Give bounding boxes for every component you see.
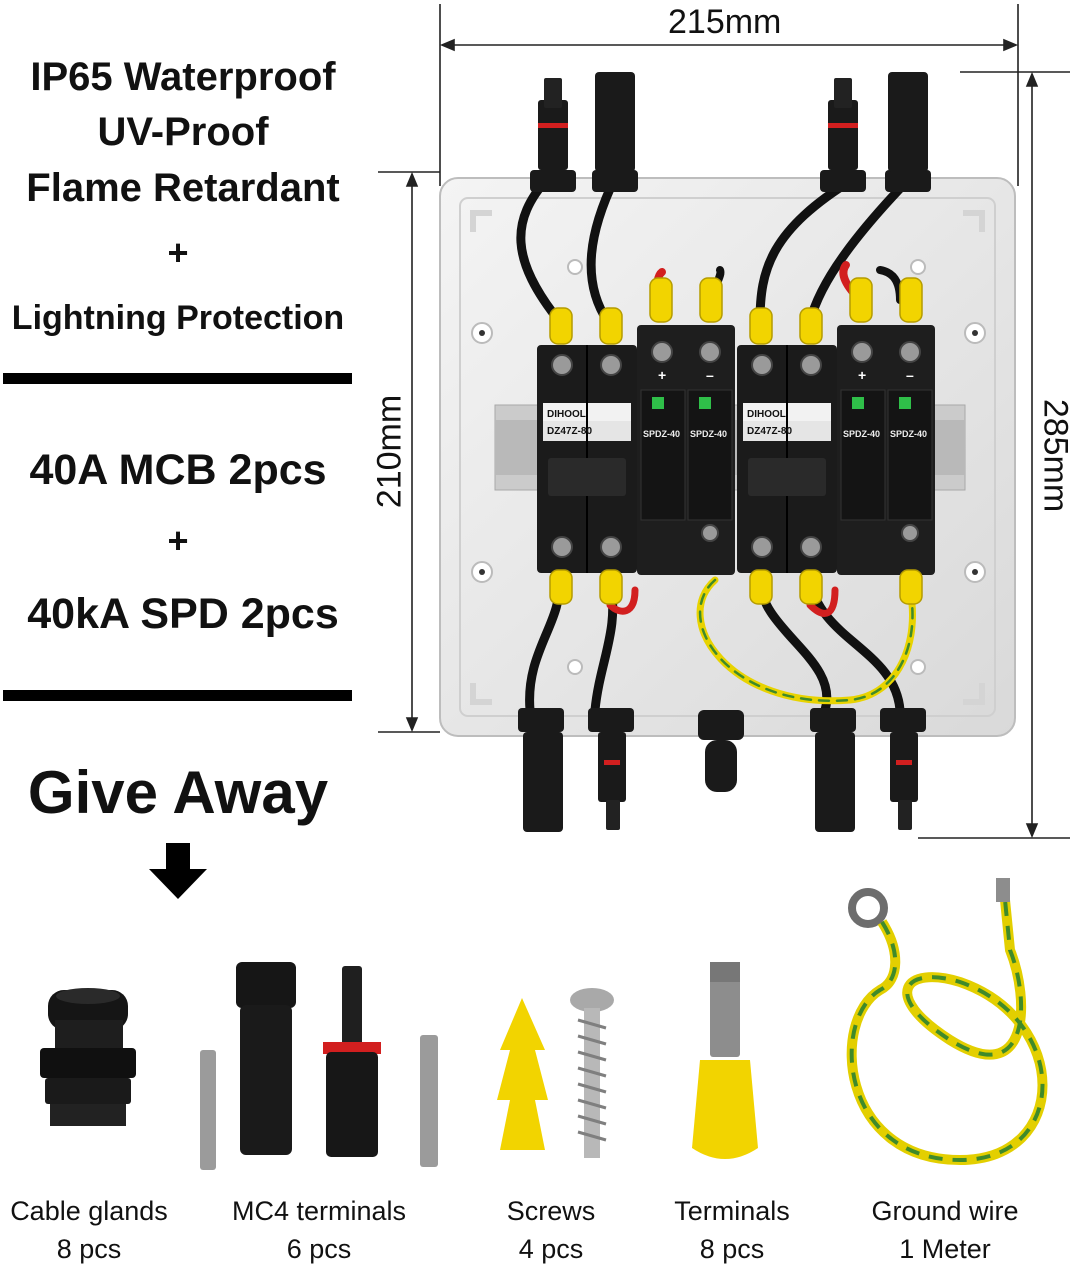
accessory-ground-wire: Ground wire 1 Meter xyxy=(855,1192,1035,1269)
combiner-box-illustration: DIHOOL DZ47Z-80 DIHOOL DZ47Z-80 SPDZ-40 … xyxy=(439,72,1016,832)
spd-minus-label: – xyxy=(906,367,914,383)
down-arrow-icon xyxy=(149,843,207,899)
mcb-brand-label: DIHOOL xyxy=(747,409,786,420)
total-height-dimension-label: 285mm xyxy=(1036,398,1075,513)
accessory-name: MC4 terminals xyxy=(231,1196,407,1226)
feature-uv-proof: UV-Proof xyxy=(97,110,269,154)
bottom-mc4-connectors xyxy=(518,708,926,832)
screws-icon xyxy=(497,988,614,1158)
mcb-model-label: DZ47Z-80 xyxy=(747,426,792,437)
cable-gland-icon xyxy=(40,988,136,1126)
divider-bar xyxy=(3,690,352,701)
spd-plus-label: + xyxy=(858,367,866,383)
accessory-name: Ground wire xyxy=(871,1196,1019,1226)
dimension-lines xyxy=(378,4,1070,839)
accessory-name: Screws xyxy=(506,1196,596,1226)
mcb-breaker-left xyxy=(537,345,637,573)
accessory-quantity: 6 pcs xyxy=(286,1234,352,1265)
yellow-ferrules xyxy=(549,277,923,605)
spd-plus-label: + xyxy=(658,367,666,383)
feature-flame-retardant: Flame Retardant xyxy=(26,166,340,210)
accessory-quantity: 8 pcs xyxy=(56,1234,122,1265)
mcb-brand-label: DIHOOL xyxy=(547,409,586,420)
accessory-mc4-terminals: MC4 terminals 6 pcs xyxy=(214,1192,424,1269)
accessory-cable-glands: Cable glands 8 pcs xyxy=(0,1192,178,1269)
plus-sign: + xyxy=(167,232,189,273)
mcb-model-label: DZ47Z-80 xyxy=(547,426,592,437)
spd-right xyxy=(837,325,935,575)
feature-lightning-protection: Lightning Protection xyxy=(11,299,345,337)
component-spd: 40kA SPD 2pcs xyxy=(27,590,339,638)
accessories-illustrations xyxy=(40,878,1048,1170)
accessory-screws: Screws 4 pcs xyxy=(476,1192,626,1269)
spd-left xyxy=(637,325,735,575)
spade-terminal-icon xyxy=(692,962,758,1159)
give-away-heading: Give Away xyxy=(27,759,329,826)
mcb-breaker-right xyxy=(737,345,837,573)
spd-model-label: SPDZ-40 xyxy=(890,429,927,439)
accessory-name: Cable glands xyxy=(10,1196,168,1226)
plus-sign: + xyxy=(167,520,189,561)
spd-model-label: SPDZ-40 xyxy=(643,429,680,439)
divider-bar xyxy=(3,373,352,384)
spd-minus-label: – xyxy=(706,367,714,383)
spd-model-label: SPDZ-40 xyxy=(690,429,727,439)
feature-waterproof: IP65 Waterproof xyxy=(30,55,336,99)
mc4-terminals-icon xyxy=(200,962,438,1170)
accessory-terminals: Terminals 8 pcs xyxy=(652,1192,812,1269)
top-mc4-connectors xyxy=(530,72,931,192)
width-dimension-label: 215mm xyxy=(668,3,782,41)
accessory-quantity: 8 pcs xyxy=(699,1234,765,1265)
box-height-dimension-label: 210mm xyxy=(370,394,409,509)
accessory-quantity: 1 Meter xyxy=(899,1234,991,1265)
spd-model-label: SPDZ-40 xyxy=(843,429,880,439)
ground-wire-icon xyxy=(846,878,1048,1166)
accessory-name: Terminals xyxy=(674,1196,790,1226)
component-mcb: 40A MCB 2pcs xyxy=(29,446,327,494)
accessory-quantity: 4 pcs xyxy=(518,1234,584,1265)
